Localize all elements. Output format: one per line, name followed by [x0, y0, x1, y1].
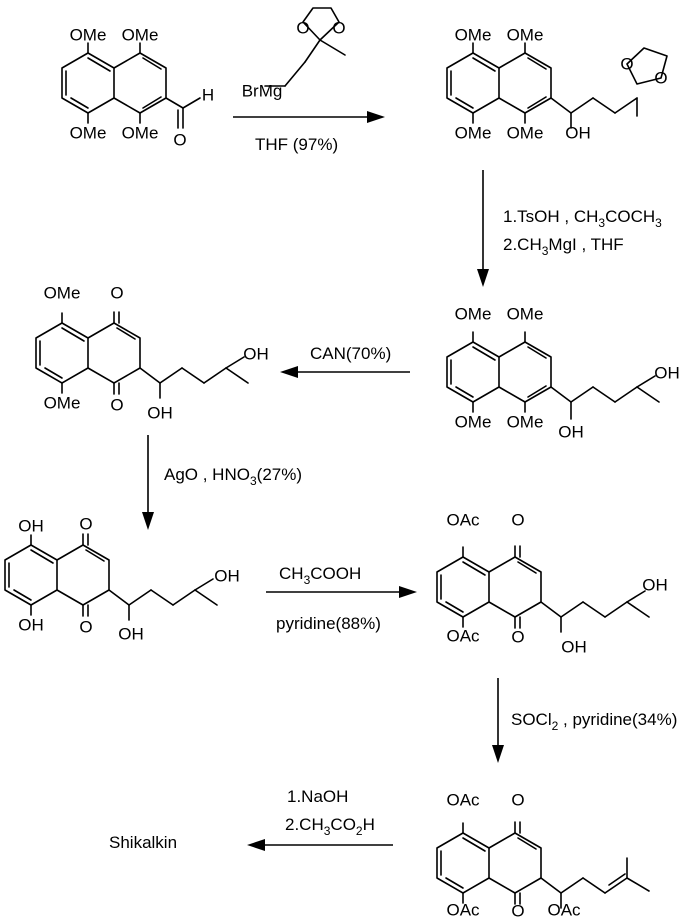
atom-label: O	[654, 69, 667, 88]
condition-step1: THF (97%)	[255, 135, 338, 154]
atom-label: OH	[147, 404, 173, 423]
atom-label: OMe	[122, 124, 159, 143]
compound-diacetoxy-quinone	[436, 545, 650, 633]
atom-label: OH	[118, 625, 144, 644]
atom-label: O	[332, 19, 345, 38]
atom-label: OH	[561, 638, 587, 657]
condition-step5-line2: pyridine(88%)	[276, 614, 381, 633]
atom-label: OAc	[446, 627, 480, 646]
condition-step2-line1: 1.TsOH , CH3COCH3	[503, 207, 662, 230]
atom-label: OMe	[455, 305, 492, 324]
atom-label: OAc	[446, 901, 480, 919]
reaction-arrow	[266, 586, 417, 598]
atom-label: O	[511, 791, 524, 810]
reaction-arrow	[233, 111, 385, 123]
atom-label: OH	[558, 423, 584, 442]
atom-label: OH	[214, 567, 240, 586]
atom-label: OMe	[455, 26, 492, 45]
atom-label: OMe	[507, 26, 544, 45]
condition-step2-line2: 2.CH3MgI , THF	[503, 235, 624, 258]
condition-step5-line1: CH3COOH	[279, 564, 361, 587]
reaction-arrow	[142, 435, 154, 530]
atom-label: O	[511, 628, 524, 647]
reaction-arrow	[247, 839, 393, 851]
product-name: Shikalkin	[109, 833, 177, 852]
condition-step7-line1: 1.NaOH	[287, 787, 348, 806]
compound-aldehyde	[61, 42, 201, 129]
atom-label: OMe	[507, 124, 544, 143]
atom-label: OMe	[70, 26, 107, 45]
reaction-arrow	[280, 366, 410, 378]
atom-label: OMe	[455, 413, 492, 432]
atom-label: O	[511, 902, 524, 919]
atom-label: O	[110, 284, 123, 303]
atom-label: OAc	[547, 901, 581, 919]
atom-label: O	[79, 618, 92, 637]
compound-triacetate-alkene	[436, 821, 650, 909]
atom-label: O	[511, 511, 524, 530]
atom-label: OH	[18, 616, 44, 635]
condition-step6: SOCl2 , pyridine(34%)	[511, 710, 677, 733]
atom-label: O	[296, 19, 309, 38]
atom-label: OH	[642, 576, 668, 595]
grignard-reagent	[264, 7, 346, 87]
atom-label: OMe	[507, 305, 544, 324]
atom-label: OMe	[44, 284, 81, 303]
atom-label: OH	[18, 517, 44, 536]
atom-label: OH	[654, 364, 680, 383]
compound-tetramethoxy-diol	[446, 331, 660, 420]
compound-dimethoxy-quinone	[35, 311, 249, 399]
atom-label: OH	[243, 345, 269, 364]
condition-step4: AgO , HNO3(27%)	[164, 465, 302, 488]
atom-label: O	[79, 515, 92, 534]
atom-label: O	[110, 396, 123, 415]
atom-label: OMe	[122, 26, 159, 45]
atom-label: OMe	[507, 413, 544, 432]
condition-step3: CAN(70%)	[310, 344, 391, 363]
atom-label: BrMg	[242, 82, 283, 101]
atom-label: OAc	[446, 791, 480, 810]
reaction-arrow	[492, 678, 504, 763]
atom-label: OMe	[70, 124, 107, 143]
atom-label: OMe	[44, 394, 81, 413]
atom-label: O	[620, 55, 633, 74]
atom-label: OAc	[446, 511, 480, 530]
atom-label: OMe	[455, 124, 492, 143]
condition-step7-line2: 2.CH3CO2H	[285, 815, 375, 838]
atom-label: OH	[565, 124, 591, 143]
reaction-arrow	[477, 170, 489, 287]
atom-label: O	[173, 131, 186, 150]
compound-acetal-alcohol	[446, 42, 668, 129]
compound-dihydroxy-quinone	[4, 533, 218, 621]
atom-label: H	[202, 86, 214, 105]
